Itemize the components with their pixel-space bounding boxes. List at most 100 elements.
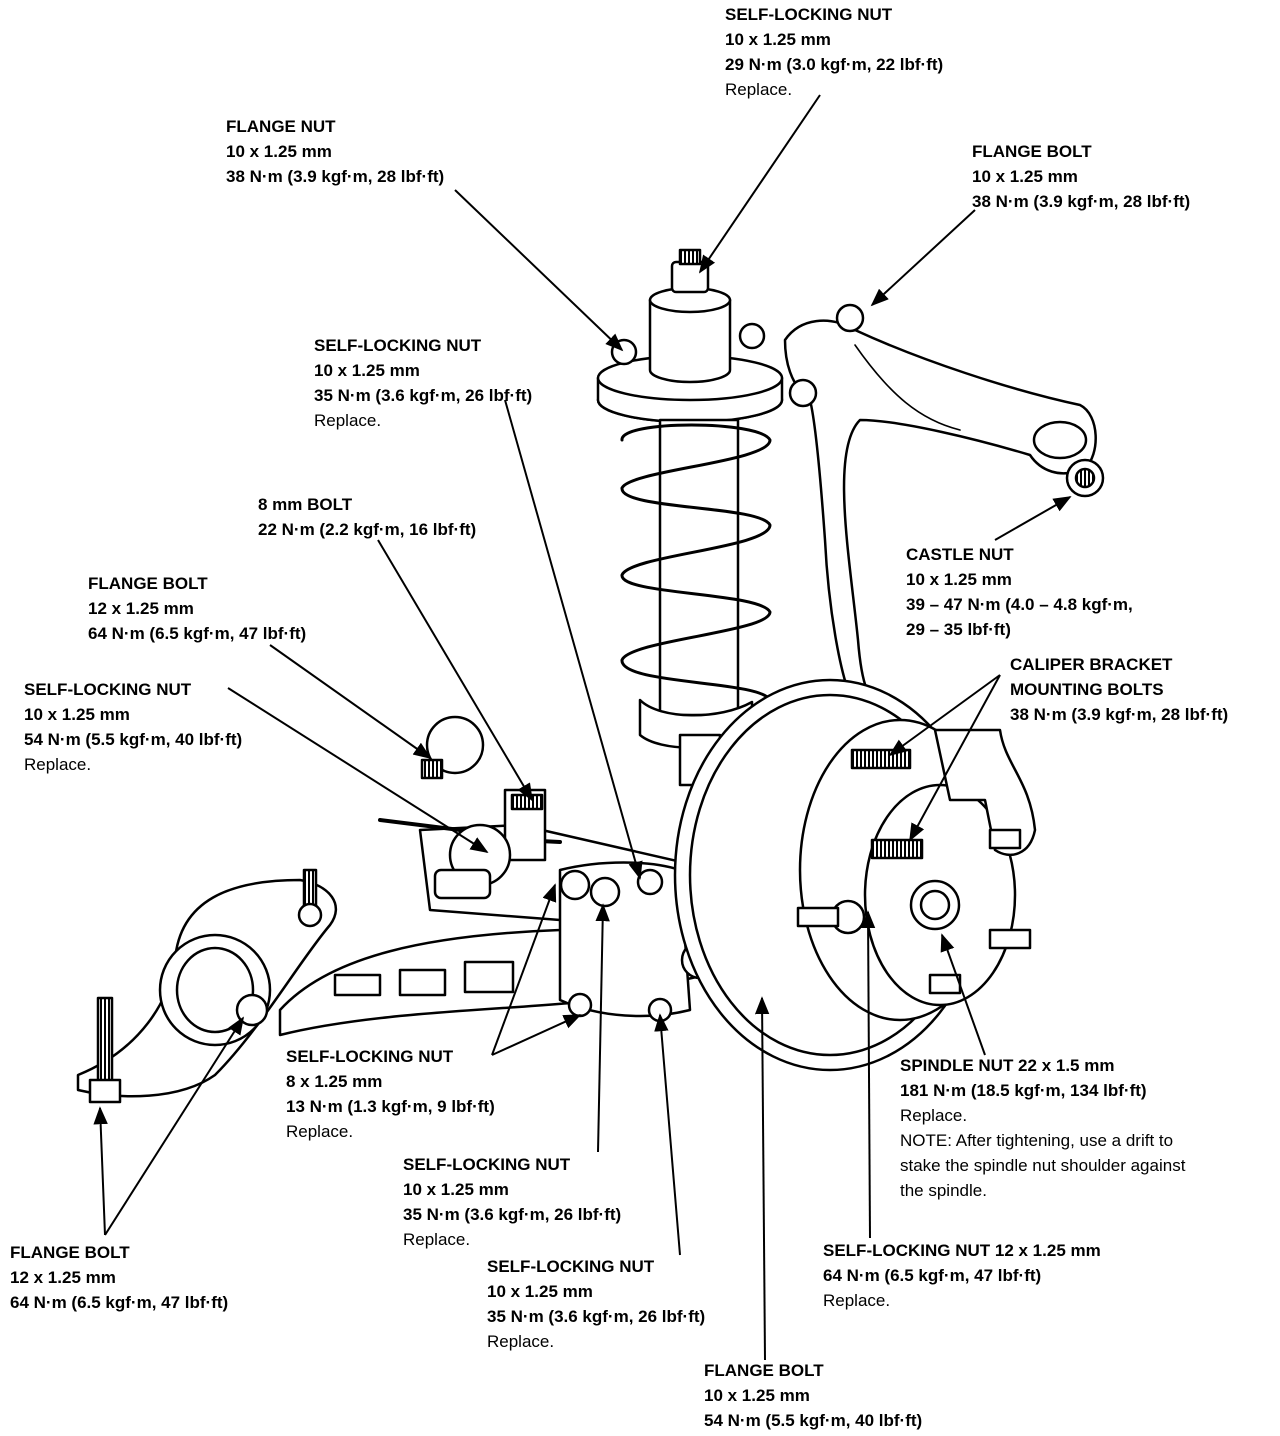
callout-line: FLANGE NUT <box>226 117 336 136</box>
callout-note-line: stake the spindle nut shoulder against <box>900 1156 1186 1175</box>
callout-line: 35 N·m (3.6 kgf·m, 26 lbf·ft) <box>487 1307 706 1326</box>
callout-replace-note: Replace. <box>286 1122 354 1141</box>
callout-line: 29 – 35 lbf·ft) <box>906 620 1011 639</box>
leader-c12 <box>595 903 610 1153</box>
callout-line: 12 x 1.25 mm <box>88 599 194 618</box>
callout-line: SELF-LOCKING NUT <box>286 1047 454 1066</box>
leader-c15 <box>654 1013 681 1256</box>
callout-self-locking-nut-35b: SELF-LOCKING NUT 10 x 1.25 mm 35 N·m (3.6 … <box>403 1152 621 1252</box>
callout-replace-note: Replace. <box>900 1106 968 1125</box>
callout-line: 10 x 1.25 mm <box>226 142 332 161</box>
leader-c1 <box>698 94 821 274</box>
leader-c11 <box>940 933 986 1056</box>
callout-line: FLANGE BOLT <box>972 142 1092 161</box>
callout-replace-note: Replace. <box>487 1332 555 1351</box>
stabilizer-bar <box>378 715 562 900</box>
callout-line: SELF-LOCKING NUT <box>403 1155 571 1174</box>
leader-c2 <box>454 189 624 352</box>
callout-line: 10 x 1.25 mm <box>906 570 1012 589</box>
trailing-arm <box>76 868 337 1104</box>
callout-line: 10 x 1.25 mm <box>314 361 420 380</box>
callout-self-locking-nut-64: SELF-LOCKING NUT 12 x 1.25 mm 64 N·m (6.5… <box>823 1238 1101 1313</box>
leader-c13b <box>104 1016 244 1236</box>
callout-flange-bolt-54: FLANGE BOLT 10 x 1.25 mm 54 N·m (5.5 kgf·m… <box>704 1358 922 1433</box>
callout-upper-self-locking-nut: SELF-LOCKING NUT 10 x 1.25 mm 29 N·m (3.0 … <box>725 2 943 102</box>
callout-castle-nut: CASTLE NUT 10 x 1.25 mm 39 – 47 N·m (4.0 –… <box>906 542 1133 642</box>
callout-spindle-nut: SPINDLE NUT 22 x 1.5 mm 181 N·m (18.5 kgf… <box>900 1053 1185 1203</box>
callout-flange-nut: FLANGE NUT 10 x 1.25 mm 38 N·m (3.9 kgf·m,… <box>226 114 444 189</box>
callout-line: 35 N·m (3.6 kgf·m, 26 lbf·ft) <box>314 386 533 405</box>
callout-line: 181 N·m (18.5 kgf·m, 134 lbf·ft) <box>900 1081 1147 1100</box>
caliper-bracket <box>933 728 1037 857</box>
leader-c10a <box>491 883 557 1056</box>
hub <box>796 748 1032 995</box>
callout-self-locking-nut-35a: SELF-LOCKING NUT 10 x 1.25 mm 35 N·m (3.6 … <box>314 333 532 433</box>
callout-line: 64 N·m (6.5 kgf·m, 47 lbf·ft) <box>823 1266 1042 1285</box>
callout-line: FLANGE BOLT <box>88 574 208 593</box>
leader-c8b <box>909 674 1001 842</box>
callout-line: MOUNTING BOLTS <box>1010 680 1164 699</box>
callout-8mm-bolt: 8 mm BOLT 22 N·m (2.2 kgf·m, 16 lbf·ft) <box>258 492 476 542</box>
callout-note-line: the spindle. <box>900 1181 987 1200</box>
callout-line: 38 N·m (3.9 kgf·m, 28 lbf·ft) <box>1010 705 1229 724</box>
leader-c4 <box>504 399 643 880</box>
callout-line: 10 x 1.25 mm <box>704 1386 810 1405</box>
upper-control-arm <box>783 303 1105 717</box>
callout-line: 64 N·m (6.5 kgf·m, 47 lbf·ft) <box>10 1293 229 1312</box>
callout-caliper-bracket-bolts: CALIPER BRACKET MOUNTING BOLTS 38 N·m (3.9… <box>1010 652 1228 727</box>
callout-line: 35 N·m (3.6 kgf·m, 26 lbf·ft) <box>403 1205 622 1224</box>
callout-line: SELF-LOCKING NUT <box>725 5 893 24</box>
callout-line: 8 mm BOLT <box>258 495 353 514</box>
callout-line: CALIPER BRACKET <box>1010 655 1173 674</box>
callout-replace-note: Replace. <box>823 1291 891 1310</box>
leader-c10b <box>491 1014 582 1056</box>
callout-replace-note: Replace. <box>24 755 92 774</box>
callout-line: SELF-LOCKING NUT <box>487 1257 655 1276</box>
leader-c14 <box>860 910 876 1239</box>
leader-c6 <box>269 644 432 760</box>
leader-c9 <box>227 687 489 853</box>
coil-spring <box>620 423 772 702</box>
callout-replace-note: Replace. <box>314 411 382 430</box>
callout-replace-note: Replace. <box>403 1230 471 1249</box>
callout-line: 54 N·m (5.5 kgf·m, 40 lbf·ft) <box>24 730 243 749</box>
leader-c8a <box>888 674 1001 757</box>
callout-replace-note: Replace. <box>725 80 793 99</box>
leader-lines <box>93 94 1072 1361</box>
callout-self-locking-nut-35c: SELF-LOCKING NUT 10 x 1.25 mm 35 N·m (3.6 … <box>487 1254 705 1354</box>
callout-line: FLANGE BOLT <box>10 1243 130 1262</box>
callout-line: SELF-LOCKING NUT <box>314 336 482 355</box>
callout-line: 22 N·m (2.2 kgf·m, 16 lbf·ft) <box>258 520 477 539</box>
leader-c13a <box>93 1106 108 1236</box>
callout-line: 38 N·m (3.9 kgf·m, 28 lbf·ft) <box>972 192 1191 211</box>
callout-line: 10 x 1.25 mm <box>725 30 831 49</box>
leader-c5 <box>377 539 533 802</box>
callout-upper-flange-bolt: FLANGE BOLT 10 x 1.25 mm 38 N·m (3.9 kgf·m… <box>972 139 1190 214</box>
leader-c7 <box>994 496 1072 541</box>
callout-line: 10 x 1.25 mm <box>24 705 130 724</box>
leader-c16 <box>754 996 770 1361</box>
callout-line: 8 x 1.25 mm <box>286 1072 383 1091</box>
callout-line: 10 x 1.25 mm <box>972 167 1078 186</box>
callout-line: CASTLE NUT <box>906 545 1014 564</box>
callout-line: 13 N·m (1.3 kgf·m, 9 lbf·ft) <box>286 1097 495 1116</box>
callout-line: 64 N·m (6.5 kgf·m, 47 lbf·ft) <box>88 624 307 643</box>
callout-self-locking-nut-13: SELF-LOCKING NUT 8 x 1.25 mm 13 N·m (1.3 k… <box>286 1044 495 1144</box>
shock-top-mount <box>596 248 784 424</box>
callout-line: 29 N·m (3.0 kgf·m, 22 lbf·ft) <box>725 55 944 74</box>
callout-line: 39 – 47 N·m (4.0 – 4.8 kgf·m, <box>906 595 1133 614</box>
callout-line: FLANGE BOLT <box>704 1361 824 1380</box>
callout-line: SPINDLE NUT 22 x 1.5 mm <box>900 1056 1115 1075</box>
callout-line: 54 N·m (5.5 kgf·m, 40 lbf·ft) <box>704 1411 923 1430</box>
shock-absorber <box>638 418 754 787</box>
callout-line: 38 N·m (3.9 kgf·m, 28 lbf·ft) <box>226 167 445 186</box>
callout-line: 10 x 1.25 mm <box>403 1180 509 1199</box>
leader-c3 <box>870 209 976 307</box>
callout-flange-bolt-64a: FLANGE BOLT 12 x 1.25 mm 64 N·m (6.5 kgf·m… <box>88 571 306 646</box>
callout-line: SELF-LOCKING NUT 12 x 1.25 mm <box>823 1241 1101 1260</box>
callout-note-line: NOTE: After tightening, use a drift to <box>900 1131 1174 1150</box>
callout-line: 10 x 1.25 mm <box>487 1282 593 1301</box>
